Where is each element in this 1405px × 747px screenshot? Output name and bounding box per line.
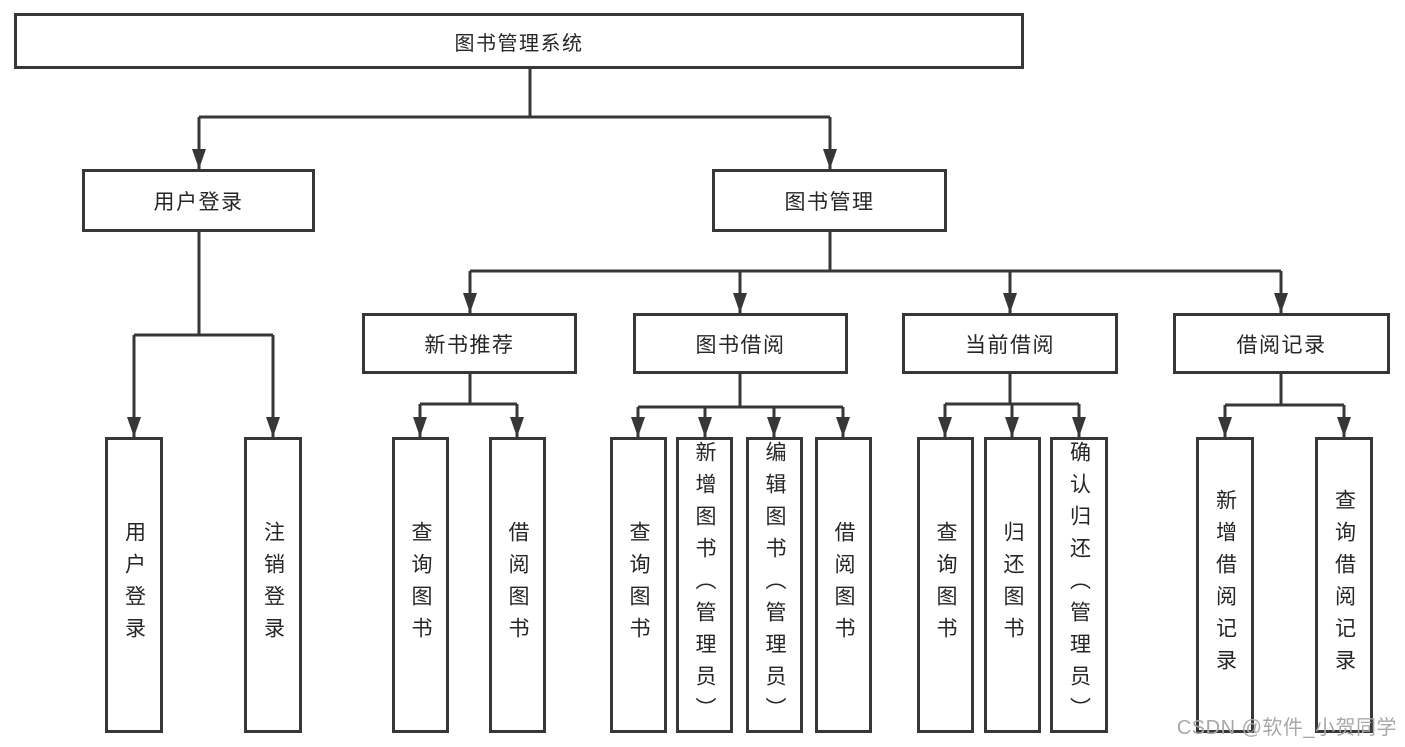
node-book-management: 图书管理 xyxy=(712,169,947,232)
trunk-book-management xyxy=(470,232,1281,273)
leaf-label: 用户登录 xyxy=(122,521,146,649)
leaf-logout: 注销登录 xyxy=(244,437,302,733)
node-label: 用户登录 xyxy=(153,190,244,214)
leaf-label: 编辑图书（管理员） xyxy=(763,441,786,729)
trunk-new-book-recommend xyxy=(420,374,517,406)
leaf-cb-confirm-return-admin: 确认归还（管理员） xyxy=(1050,437,1108,733)
leaf-user-login: 用户登录 xyxy=(105,437,163,733)
leaf-cb-return-books: 归还图书 xyxy=(984,437,1041,733)
leaf-label: 查询图书 xyxy=(934,521,957,649)
leaf-label: 查询图书 xyxy=(409,521,432,649)
leaf-bb-add-books-admin: 新增图书（管理员） xyxy=(676,437,733,733)
leaf-bb-query-books: 查询图书 xyxy=(610,437,667,733)
leaf-label: 归还图书 xyxy=(1001,521,1024,649)
node-label: 新书推荐 xyxy=(424,333,515,357)
node-user-login: 用户登录 xyxy=(82,169,315,232)
leaf-label: 注销登录 xyxy=(261,521,285,649)
leaf-label: 新增图书（管理员） xyxy=(693,441,716,729)
leaf-label: 确认归还（管理员） xyxy=(1067,441,1091,729)
leaf-label: 借阅图书 xyxy=(506,521,529,649)
csdn-watermark: CSDN @软件_小贺同学 xyxy=(1176,717,1397,739)
trunk-user-login xyxy=(134,232,273,337)
node-label: 图书借阅 xyxy=(695,333,786,357)
leaf-label: 借阅图书 xyxy=(832,521,855,649)
node-label: 借阅记录 xyxy=(1236,333,1327,357)
leaf-br-add-record: 新增借阅记录 xyxy=(1196,437,1254,733)
trunk-current-borrowing xyxy=(945,374,1079,406)
leaf-bb-borrow-books: 借阅图书 xyxy=(815,437,872,733)
leaf-br-query-record: 查询借阅记录 xyxy=(1315,437,1373,733)
trunk-root xyxy=(199,69,830,119)
leaf-nbr-borrow-books: 借阅图书 xyxy=(489,437,546,733)
node-label: 图书管理系统 xyxy=(454,32,584,55)
trunk-borrow-records xyxy=(1225,374,1344,407)
leaf-label: 查询借阅记录 xyxy=(1332,489,1356,681)
node-library-system: 图书管理系统 xyxy=(14,13,1024,69)
node-current-borrowing: 当前借阅 xyxy=(902,313,1118,374)
trunk-book-borrowing xyxy=(638,374,843,409)
node-label: 图书管理 xyxy=(784,190,875,214)
leaf-bb-edit-books-admin: 编辑图书（管理员） xyxy=(746,437,803,733)
node-borrow-records: 借阅记录 xyxy=(1173,313,1390,374)
leaf-cb-query-books: 查询图书 xyxy=(917,437,974,733)
node-new-book-recommend: 新书推荐 xyxy=(362,313,577,374)
leaf-label: 查询图书 xyxy=(627,521,650,649)
node-book-borrowing: 图书借阅 xyxy=(633,313,848,374)
leaf-label: 新增借阅记录 xyxy=(1213,489,1237,681)
leaf-nbr-query-books: 查询图书 xyxy=(392,437,449,733)
node-label: 当前借阅 xyxy=(965,333,1055,357)
